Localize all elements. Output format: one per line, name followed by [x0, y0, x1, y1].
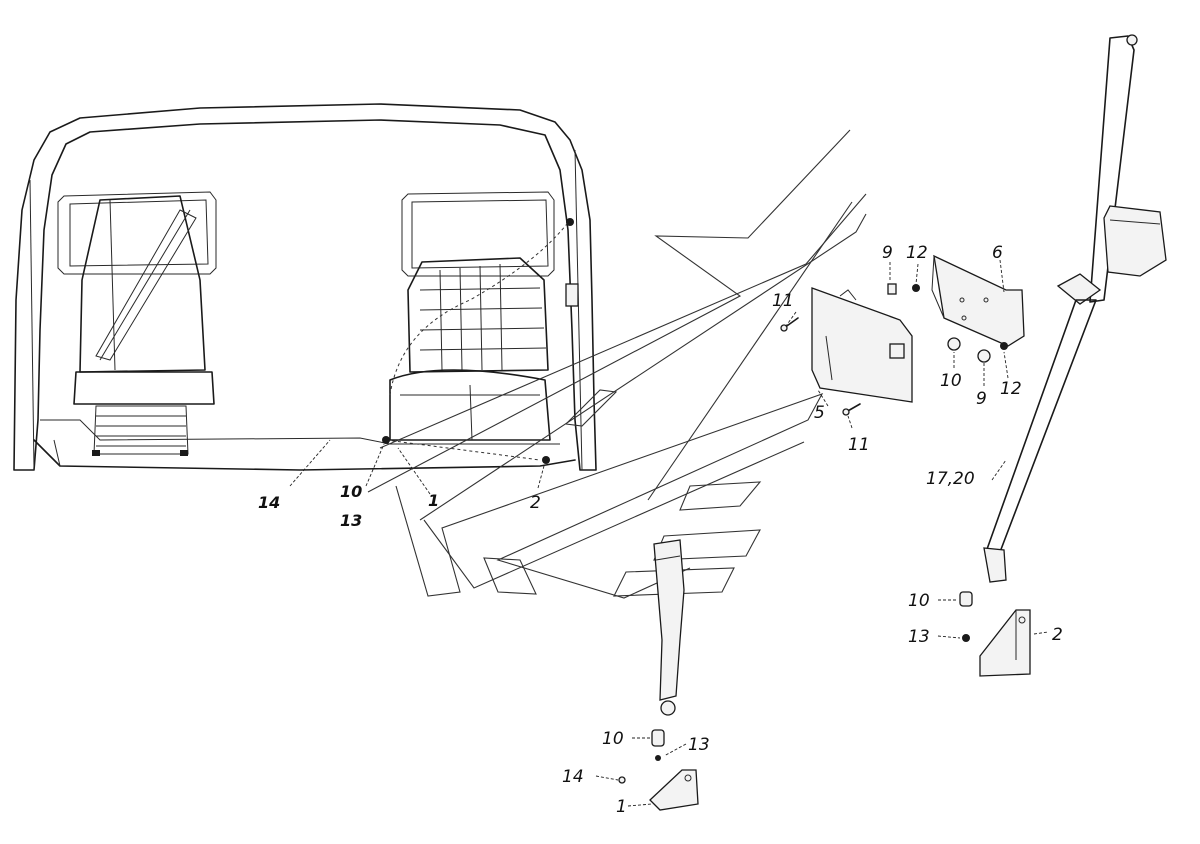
callout-2-right: 2 — [1052, 625, 1063, 645]
callout-13-bottom: 13 — [688, 735, 710, 755]
callout-14-left: 14 — [258, 493, 280, 512]
callout-6: 6 — [992, 243, 1003, 263]
callout-10-mid: 10 — [940, 371, 962, 391]
callout-1-left: 1 — [428, 491, 439, 510]
bracket-6 — [931, 254, 1025, 347]
callout-9-mid: 9 — [976, 389, 987, 409]
fasteners-bracket — [887, 283, 1008, 363]
callout-13-left: 13 — [340, 511, 362, 530]
buckle-belt — [653, 539, 685, 716]
callout-10-left: 10 — [340, 482, 362, 501]
cover-plate-5 — [811, 287, 913, 403]
callout-5: 5 — [814, 403, 825, 423]
callout-12-mid: 12 — [1000, 379, 1022, 399]
callout-17-20: 17,20 — [926, 469, 975, 489]
callout-14-bottom: 14 — [562, 767, 584, 787]
callout-labels: 14 10 13 1 2 11 5 11 9 12 6 10 9 12 17,2… — [258, 243, 1063, 817]
callout-2-left: 2 — [530, 493, 541, 513]
callout-10-bottom: 10 — [602, 729, 624, 749]
retractor-belt-17-20 — [983, 34, 1167, 583]
callout-11-top: 11 — [772, 291, 794, 311]
callout-12-top: 12 — [906, 243, 928, 263]
lower-anchorage — [618, 729, 699, 811]
left-seat — [57, 191, 217, 456]
callout-11-bottom: 11 — [848, 435, 870, 455]
callout-9-top: 9 — [882, 243, 893, 263]
leader-lines — [289, 259, 1049, 807]
callout-10-right: 10 — [908, 591, 930, 611]
callout-1-bottom: 1 — [616, 797, 627, 817]
right-seat — [382, 191, 579, 464]
view-direction-arrow — [367, 129, 867, 599]
right-anchorage — [959, 591, 1031, 677]
pins-11 — [780, 317, 861, 416]
callout-13-right: 13 — [908, 627, 930, 647]
cab-outline — [13, 103, 597, 471]
